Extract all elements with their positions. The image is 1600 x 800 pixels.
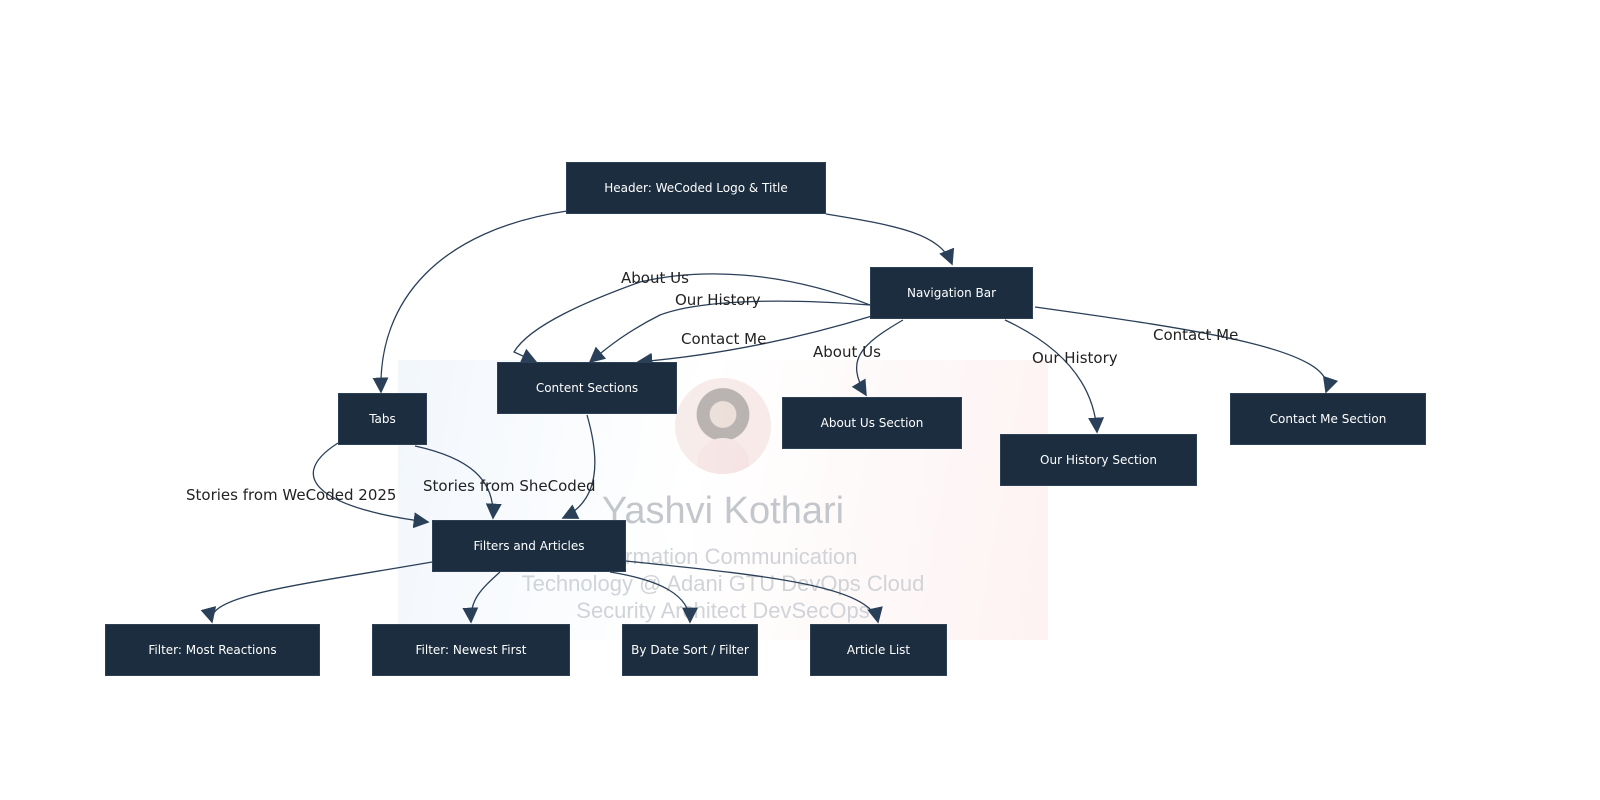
edge-header-tabs <box>372 210 568 394</box>
edge-header-nav <box>825 213 955 266</box>
edge-filters-newest <box>462 571 501 624</box>
profile-avatar <box>675 378 771 474</box>
edge-label-contact-me: Contact Me <box>681 330 767 348</box>
edge-label-about-us-section: About Us <box>813 343 881 361</box>
node-filter-most-reactions[interactable]: Filter: Most Reactions <box>105 624 320 676</box>
edge-label-about-us: About Us <box>621 269 689 287</box>
profile-subtitle-line-1: Information Communication <box>588 544 858 569</box>
edge-nav-history <box>1004 319 1105 434</box>
profile-name: Yashvi Kothari <box>601 490 845 532</box>
edge-nav-content-history <box>588 300 871 364</box>
node-about-us-section[interactable]: About Us Section <box>782 397 962 449</box>
edge-label-stories-wecoded: Stories from WeCoded 2025 <box>186 486 397 504</box>
node-navigation-bar[interactable]: Navigation Bar <box>870 267 1033 319</box>
edge-filters-articles <box>625 560 883 624</box>
edge-content-filters <box>561 414 596 519</box>
edge-filters-bydate <box>609 571 698 624</box>
node-filter-newest-first[interactable]: Filter: Newest First <box>372 624 570 676</box>
edge-nav-content-contact <box>636 315 873 369</box>
node-contact-me-section[interactable]: Contact Me Section <box>1230 393 1426 445</box>
edge-tabs-filters-wecoded <box>312 442 430 529</box>
edge-label-stories-shecoded: Stories from SheCoded <box>423 477 596 495</box>
edge-label-our-history: Our History <box>675 291 761 309</box>
edge-nav-contact <box>1034 306 1339 394</box>
edge-nav-about <box>851 319 904 397</box>
node-by-date-sort-filter[interactable]: By Date Sort / Filter <box>622 624 758 676</box>
edge-nav-content-about <box>513 273 871 364</box>
node-header[interactable]: Header: WeCoded Logo & Title <box>566 162 826 214</box>
edge-filters-most <box>200 561 433 624</box>
edge-label-our-history-section: Our History <box>1032 349 1118 367</box>
node-our-history-section[interactable]: Our History Section <box>1000 434 1197 486</box>
edge-tabs-filters-shecoded <box>414 445 502 520</box>
node-content-sections[interactable]: Content Sections <box>497 362 677 414</box>
node-tabs[interactable]: Tabs <box>338 393 427 445</box>
profile-subtitle-line-2: Technology @ Adani GTU DevOps Cloud <box>521 571 925 596</box>
node-article-list[interactable]: Article List <box>810 624 947 676</box>
edge-label-contact-me-section: Contact Me <box>1153 326 1239 344</box>
node-filters-and-articles[interactable]: Filters and Articles <box>432 520 626 572</box>
profile-subtitle-line-3: Security Architect DevSecOps <box>576 598 870 623</box>
